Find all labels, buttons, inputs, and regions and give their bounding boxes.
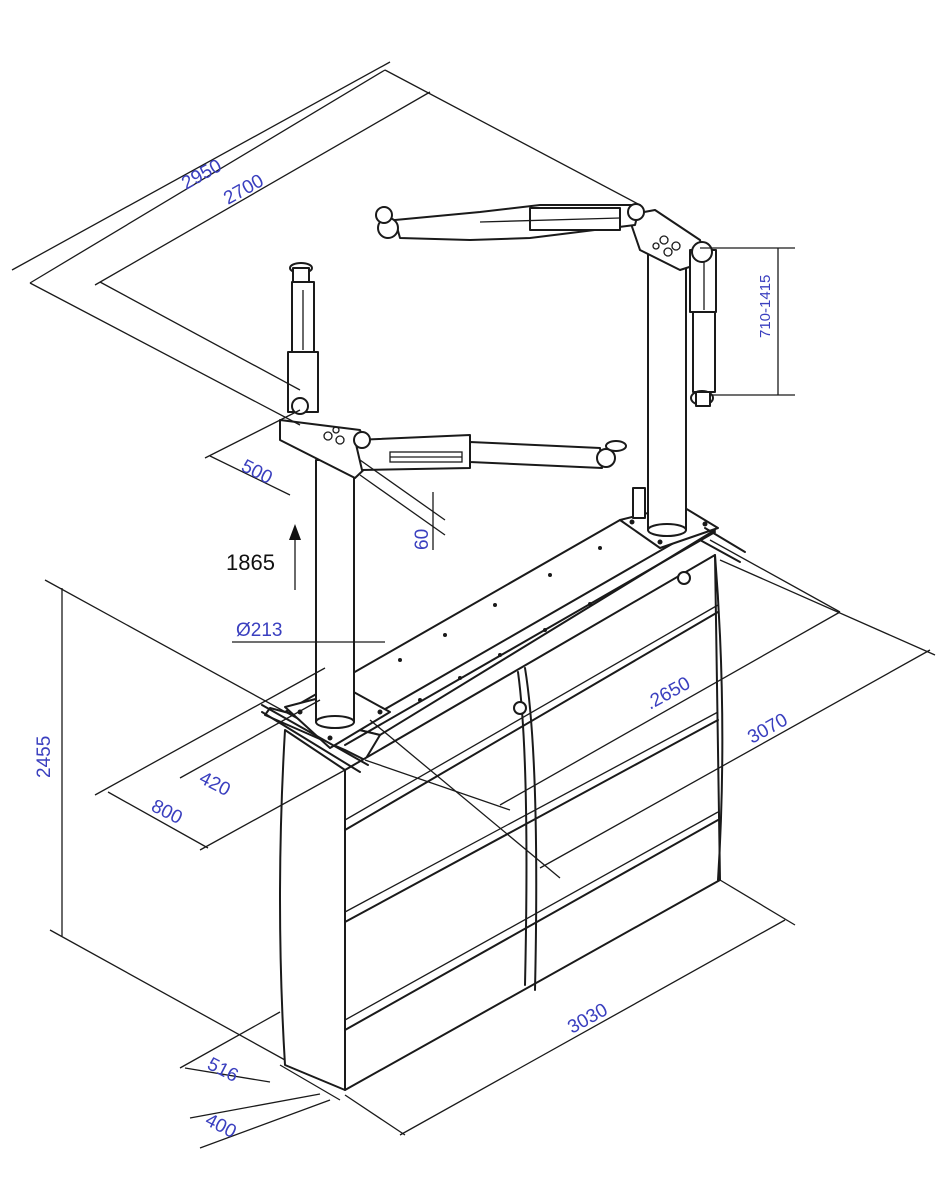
dim-516: 516 bbox=[204, 1054, 242, 1087]
dim-420: 420 bbox=[196, 768, 234, 801]
dim-3070: 3070 bbox=[744, 710, 791, 749]
left-column bbox=[315, 459, 355, 729]
lift-base-housing bbox=[264, 519, 724, 1091]
right-column bbox=[632, 247, 687, 537]
left-arm-assembly bbox=[279, 262, 627, 479]
dim-500: 500 bbox=[238, 456, 276, 489]
dim-1865: 1865 bbox=[226, 550, 275, 575]
dim-2455: 2455 bbox=[34, 736, 55, 778]
dim-3030: 3030 bbox=[564, 1000, 611, 1039]
dim-2950: 2950 bbox=[178, 156, 225, 195]
dim-800: 800 bbox=[148, 796, 186, 829]
dimension-lines bbox=[11, 61, 936, 1149]
dim-60: 60 bbox=[412, 529, 433, 550]
dim-710-1415: 710-1415 bbox=[757, 275, 774, 338]
dim-2700: 2700 bbox=[220, 171, 267, 210]
dim-diameter-213: Ø213 bbox=[236, 620, 282, 641]
right-arm-assembly bbox=[375, 203, 717, 407]
deck-bolts bbox=[398, 546, 602, 702]
